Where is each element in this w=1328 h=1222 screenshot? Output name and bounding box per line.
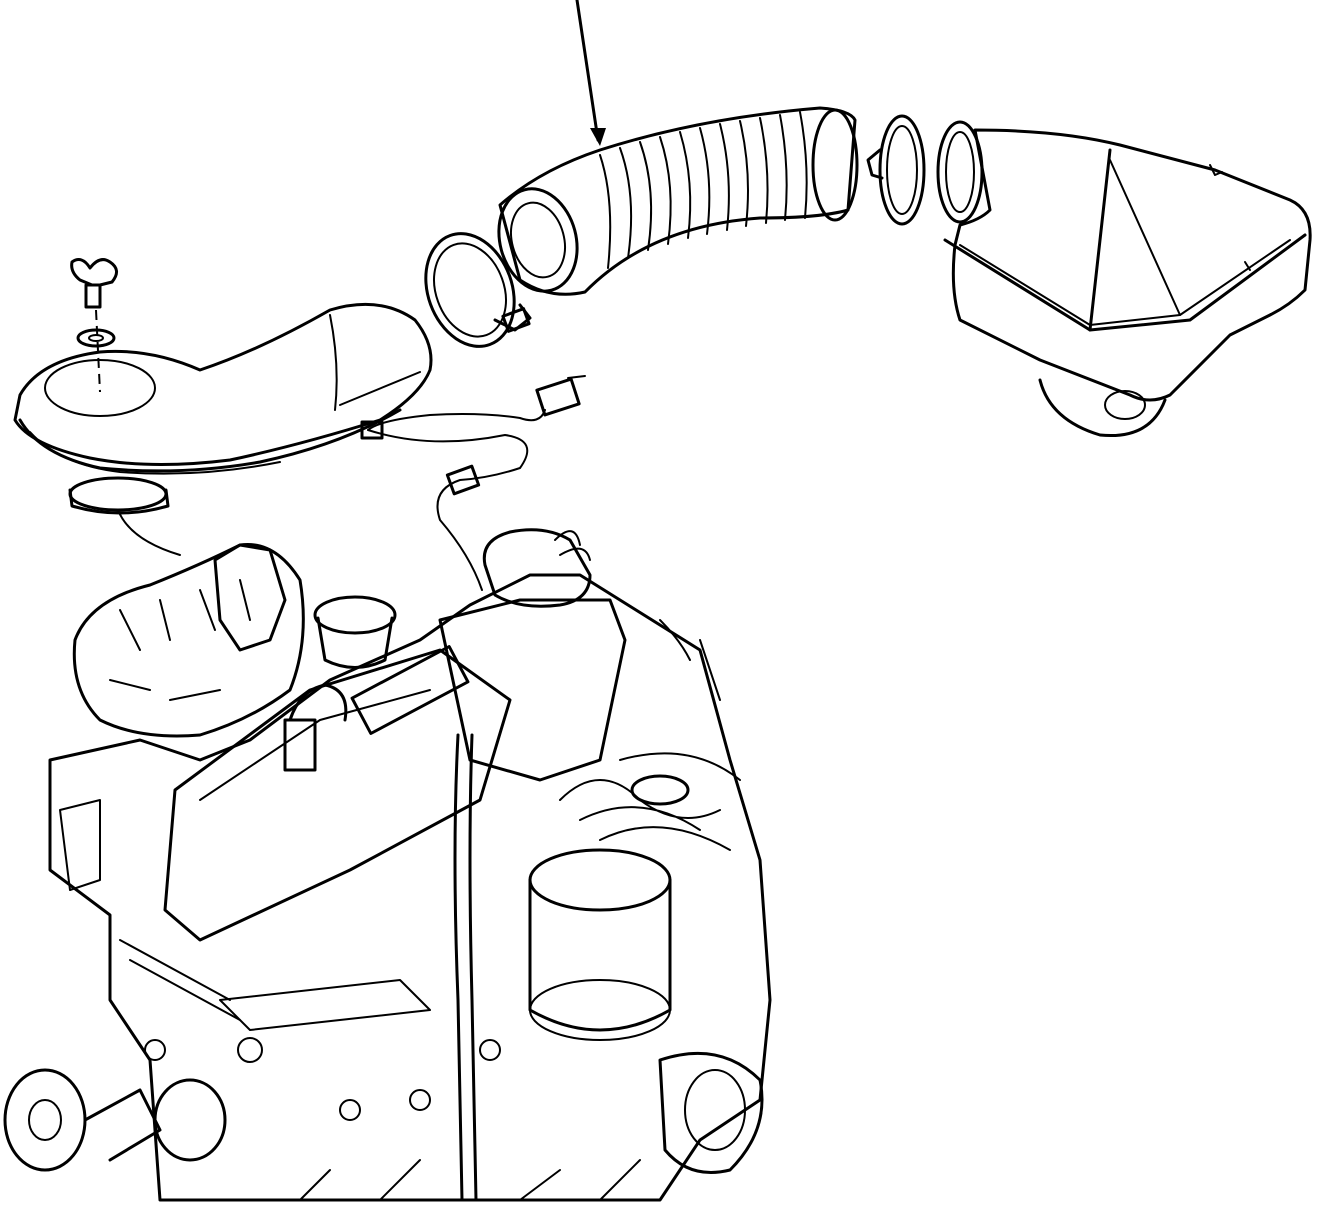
- wing-nut: [70, 258, 118, 309]
- callout-leader-arrow: [575, 0, 606, 146]
- vacuum-hose: [117, 409, 546, 591]
- engine-assembly: [3, 528, 772, 1202]
- hose-clamp-rear: [866, 114, 926, 226]
- air-cleaner-assembly: [13, 302, 433, 515]
- hose-clamp-front: [424, 232, 532, 348]
- washer: [76, 328, 116, 348]
- sensor-connector: [360, 375, 586, 496]
- assembly-center-line: [95, 309, 101, 393]
- flexible-intake-duct: [497, 106, 859, 296]
- air-filter-housing: [936, 120, 1312, 438]
